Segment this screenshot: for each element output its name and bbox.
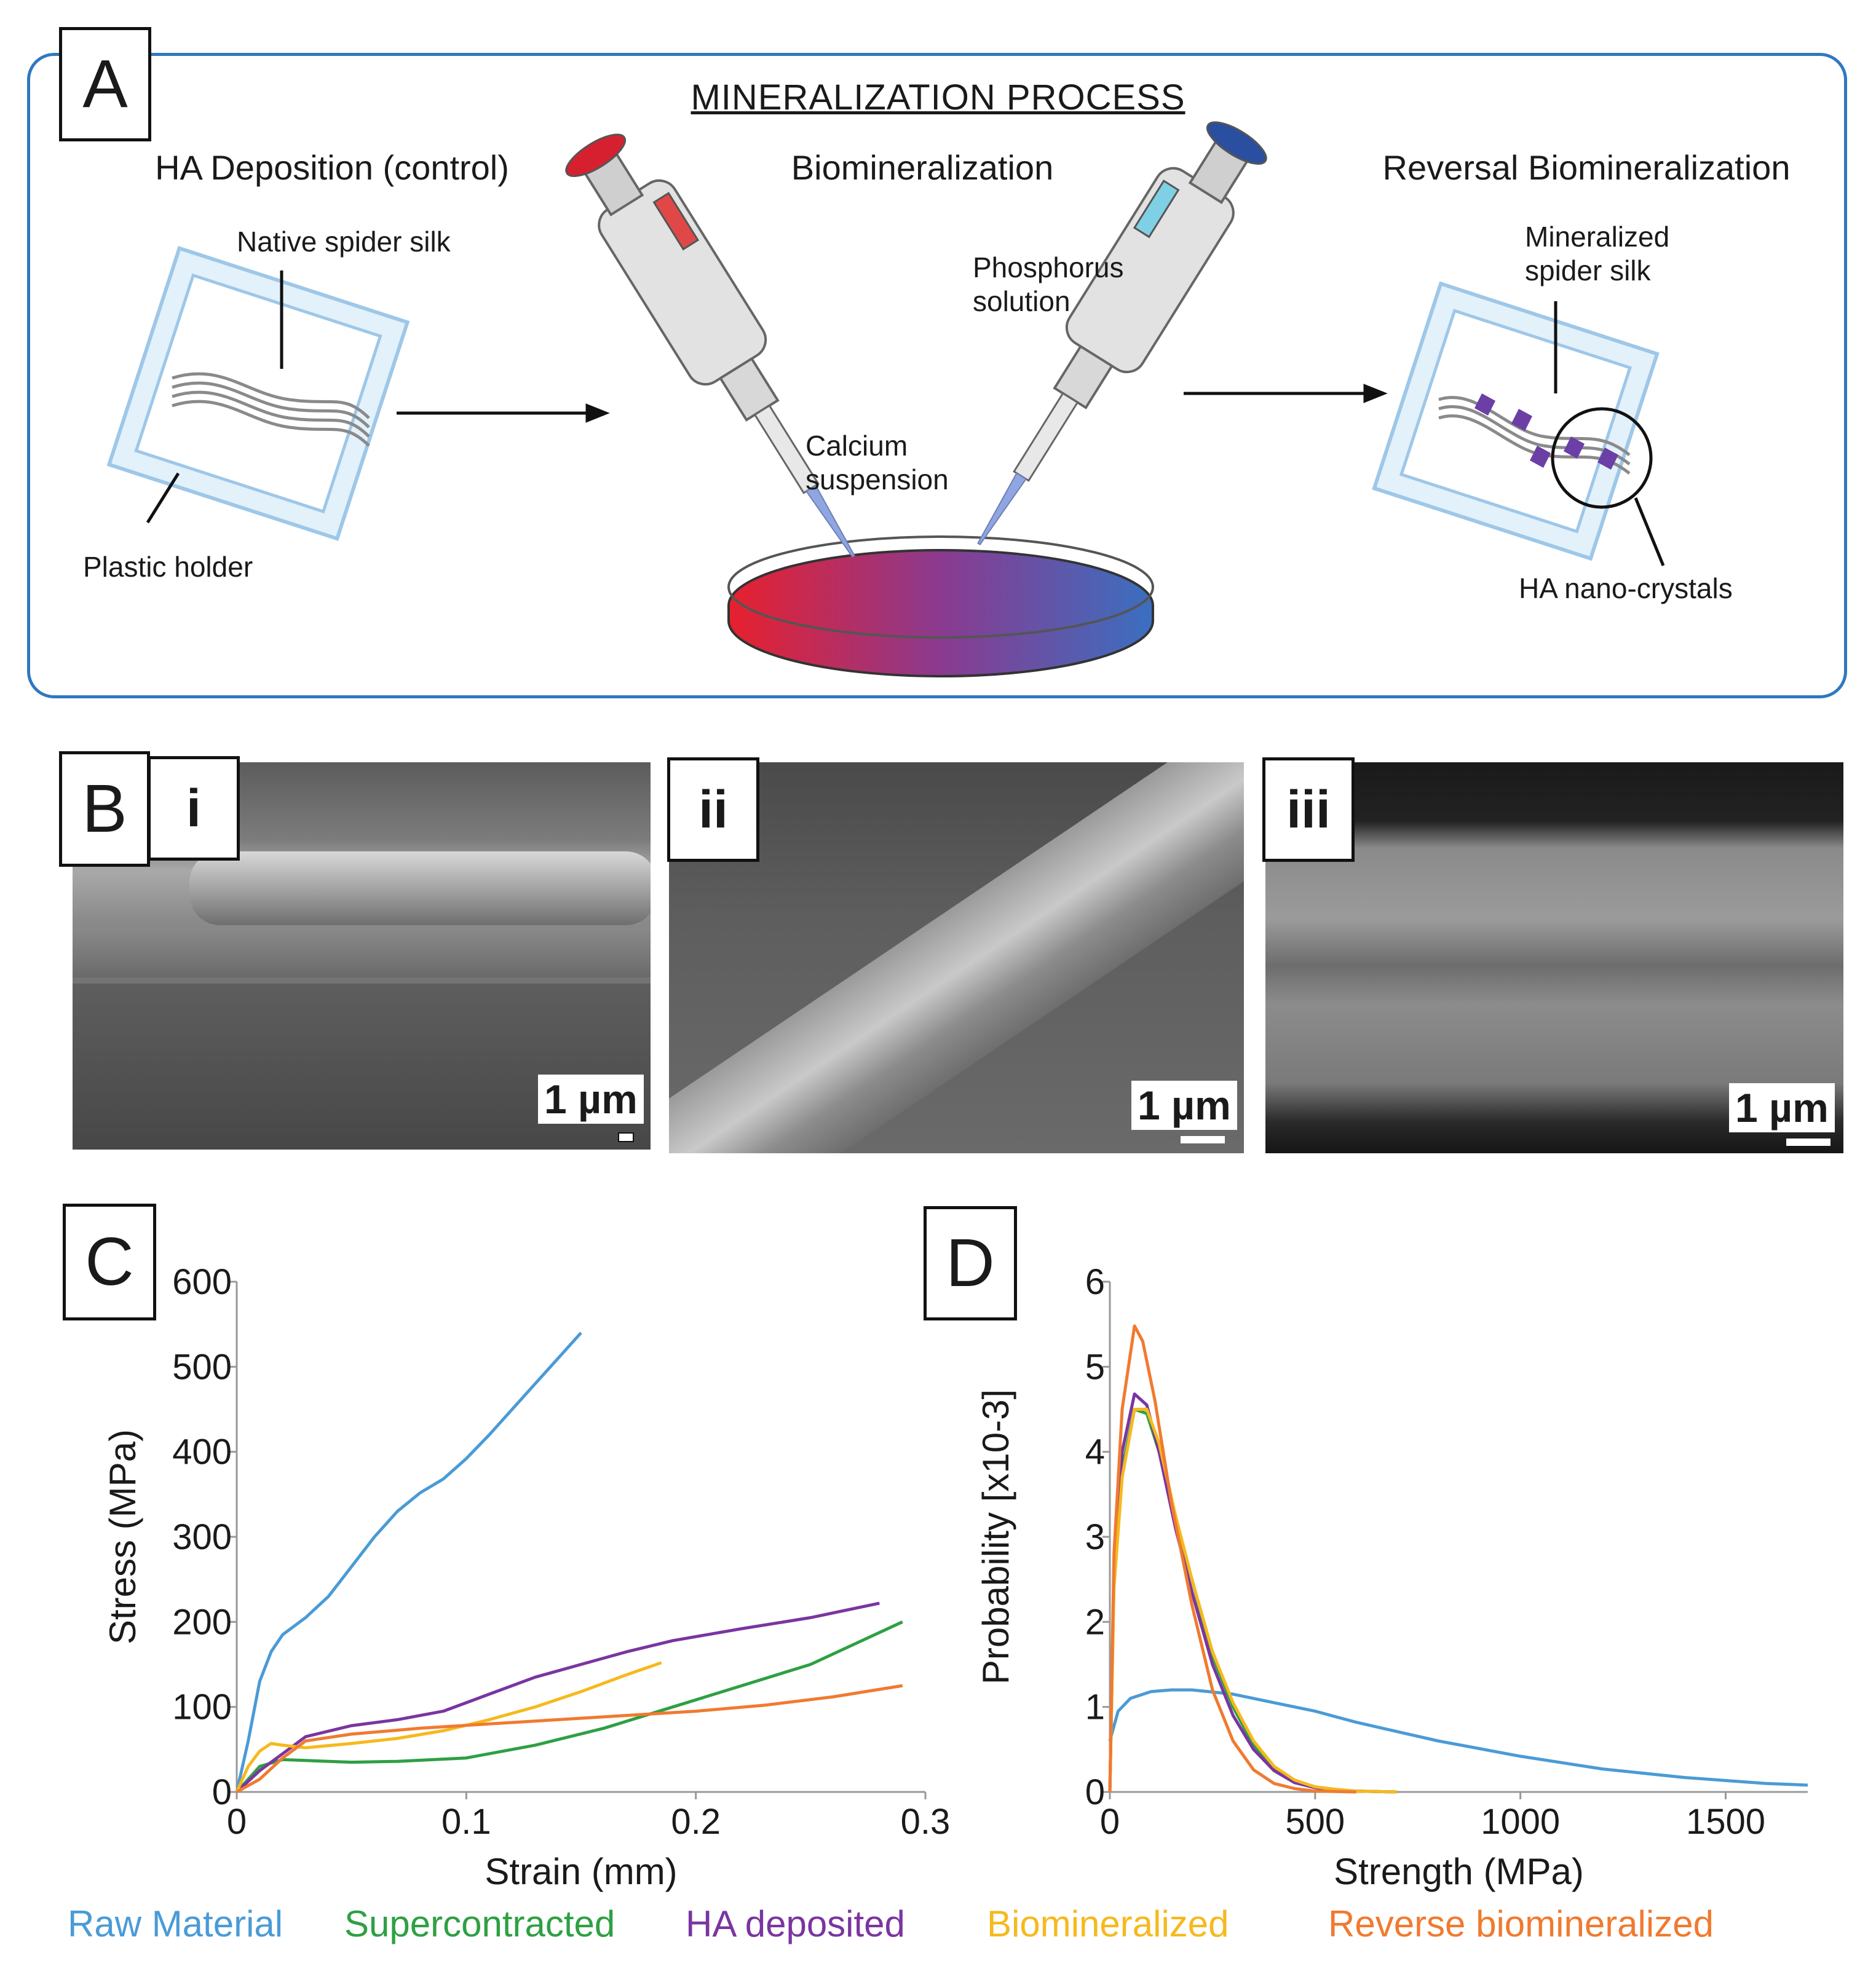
chartc-y-tick-label: 0 [212, 1772, 232, 1812]
label-mineralized-line2: spider silk [1525, 255, 1651, 287]
ha-crystal-markers [1474, 393, 1618, 470]
native-silk-fiber [172, 372, 370, 447]
arrow-right-1 [397, 403, 610, 423]
chartd-y-tick-label: 4 [1085, 1432, 1105, 1472]
plastic-holder-native [106, 246, 410, 541]
label-calcium-line2: suspension [805, 464, 949, 496]
legend-biomineralized: Biomineralized [987, 1903, 1229, 1944]
chartc-y-tick-label: 100 [172, 1687, 232, 1727]
plastic-holder-pointer [146, 472, 180, 524]
chartd-y-tick-label: 6 [1085, 1262, 1105, 1302]
panel-d-letter: D [924, 1206, 1017, 1320]
scale-bar-iii: 1 µm [1729, 1083, 1835, 1132]
step-title-ha-deposition: HA Deposition (control) [155, 148, 509, 187]
subpanel-iii-label: iii [1262, 757, 1355, 862]
chartd-y-label: Probability [x10-3] [975, 1389, 1016, 1684]
chartd-x-tick-label: 500 [1285, 1802, 1345, 1842]
label-plastic-holder: Plastic holder [83, 551, 253, 583]
pipette-left [565, 133, 855, 558]
scale-text-iii: 1 µm [1735, 1085, 1829, 1131]
arrow-right-2 [1184, 384, 1388, 403]
scale-text-ii: 1 µm [1138, 1083, 1231, 1128]
chartc-series-2 [235, 1601, 880, 1793]
chartc-y-tick-label: 200 [172, 1602, 232, 1642]
chartc-y-tick-label: 500 [172, 1347, 232, 1387]
chartd-y-tick-label: 1 [1085, 1687, 1105, 1727]
scale-bar-iii-mark [1786, 1138, 1830, 1146]
chartd-series-2 [1108, 1392, 1398, 1794]
petri-dish [727, 535, 1154, 677]
chartc-x-tick-label: 0.2 [671, 1802, 721, 1842]
label-phosphorus: Phosphorus solution [973, 251, 1124, 318]
scale-bar-ii-mark [1181, 1136, 1225, 1143]
chartc-y-tick-label: 400 [172, 1432, 232, 1472]
chartc-y-tick-label: 600 [172, 1262, 232, 1302]
legend-reverse-biomineralized: Reverse biomineralized [1328, 1903, 1714, 1944]
chartc-y-tick-label: 300 [172, 1517, 232, 1557]
chartc-series-0 [235, 1332, 582, 1793]
chartd-series-0 [1108, 1688, 1808, 1787]
chartc-x-tick-label: 0.1 [441, 1802, 491, 1842]
chartd-y-tick-label: 3 [1085, 1517, 1105, 1557]
legend-raw-material: Raw Material [68, 1903, 283, 1944]
label-mineralized-line1: Mineralized [1525, 221, 1670, 253]
ha-crystals-pointer [1634, 497, 1665, 566]
panel-a-letter: A [59, 27, 151, 141]
sem-i-band [73, 928, 651, 977]
label-phosphorus-line2: solution [973, 285, 1071, 318]
ha-crystal-highlight-circle [1551, 407, 1653, 509]
mineralization-illustration [106, 121, 1665, 677]
chartc-series-4 [235, 1684, 903, 1794]
chartd-x-tick-label: 1000 [1481, 1802, 1560, 1842]
panel-b-letter: B [59, 751, 150, 867]
chartc-x-label: Strain (mm) [485, 1851, 677, 1892]
chartd-x-label: Strength (MPa) [1334, 1851, 1584, 1892]
chartd-x-tick-label: 0 [1100, 1802, 1120, 1842]
scale-bar-i-mark [618, 1132, 634, 1142]
label-calcium-line1: Calcium [805, 430, 908, 462]
label-mineralized-silk: Mineralized spider silk [1525, 220, 1669, 288]
label-phosphorus-line1: Phosphorus [973, 251, 1124, 283]
chartd-series-1 [1108, 1408, 1398, 1794]
chartc-series-3 [235, 1661, 662, 1793]
sem-i-substrate [73, 984, 651, 1150]
pipette-right [977, 121, 1267, 546]
chartd-series-3 [1108, 1408, 1398, 1794]
chartd-y-tick-label: 0 [1085, 1772, 1105, 1812]
chartd-x-tick-label: 1500 [1686, 1802, 1765, 1842]
panel-a-frame [27, 53, 1847, 698]
step-title-biomineralization: Biomineralization [791, 148, 1054, 187]
chartd-y-tick-label: 2 [1085, 1602, 1105, 1642]
chartd-y-tick-label: 5 [1085, 1347, 1105, 1387]
legend-ha-deposited: HA deposited [686, 1903, 905, 1944]
scale-bar-ii: 1 µm [1131, 1081, 1237, 1130]
chartc-series-1 [235, 1620, 903, 1793]
chartc-x-tick-label: 0 [227, 1802, 247, 1842]
legend-supercontracted: Supercontracted [344, 1903, 615, 1944]
label-native-silk: Native spider silk [237, 226, 451, 258]
label-calcium: Calcium suspension [805, 429, 949, 497]
label-ha-crystals: HA nano-crystals [1519, 572, 1733, 604]
step-title-reversal: Reversal Biomineralization [1382, 148, 1791, 187]
sem-i-fiber [189, 851, 651, 925]
chartd-series-4 [1108, 1324, 1356, 1794]
chartc-y-label: Stress (MPa) [102, 1429, 143, 1644]
panel-a-title: MINERALIZATION PROCESS [691, 77, 1185, 117]
scale-bar-i: 1 µm [538, 1075, 644, 1124]
subpanel-ii-label: ii [667, 757, 759, 862]
chartc-x-tick-label: 0.3 [901, 1802, 951, 1842]
panel-c-letter: C [63, 1204, 156, 1320]
subpanel-i-label: i [148, 756, 240, 861]
scale-text-i: 1 µm [544, 1076, 638, 1122]
